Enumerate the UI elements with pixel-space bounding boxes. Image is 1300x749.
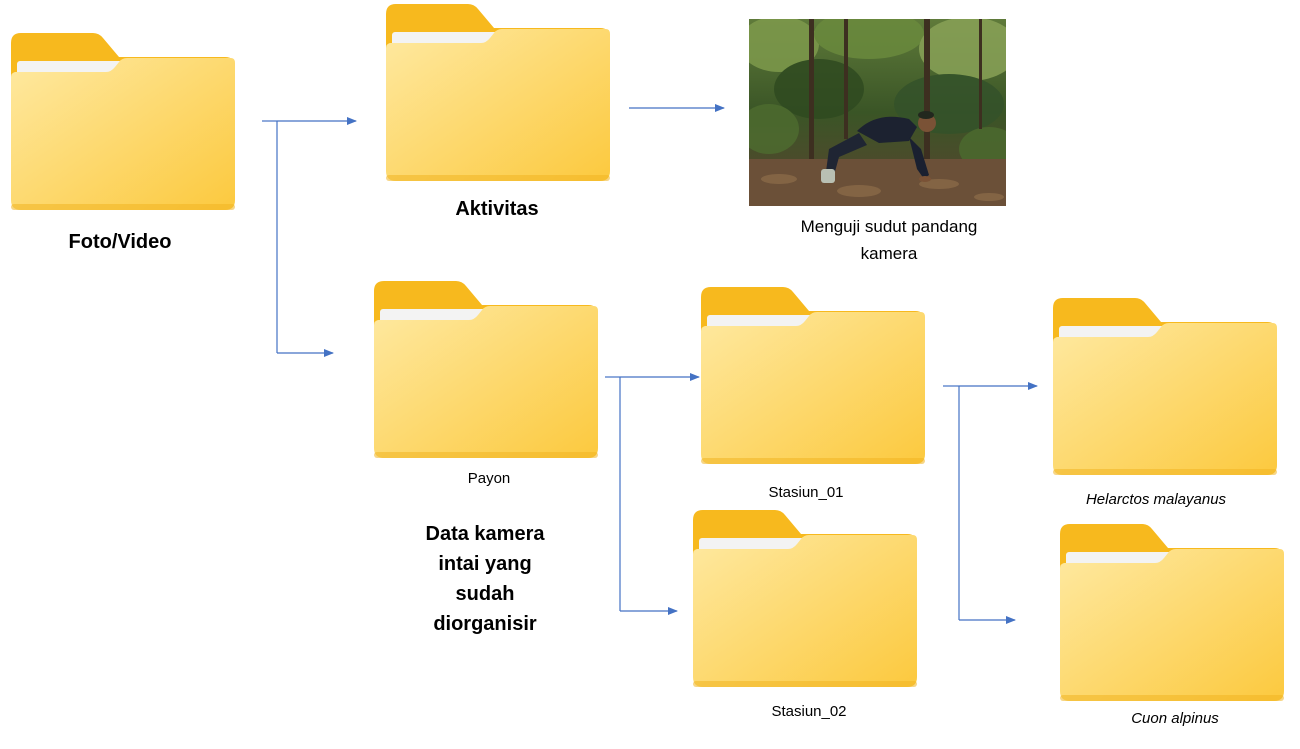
folder-icon-stasiun-01[interactable] [701,287,925,464]
folder-icon-payon[interactable] [374,281,598,458]
payon-description-line: intai yang [438,553,532,575]
payon-description: Data kamera intai yang sudah diorganisir [395,519,575,639]
label-aktivitas: Aktivitas [455,198,539,220]
folder-icon-aktivitas[interactable] [386,4,610,181]
label-stasiun-02: Stasiun_02 [771,703,847,720]
folder-icon-cuon[interactable] [1060,524,1284,701]
payon-description-line: diorganisir [433,613,537,635]
folder-icon-helarctos[interactable] [1053,298,1277,475]
label-payon: Payon [467,470,511,487]
label-cuon: Cuon alpinus [1131,710,1219,727]
field-photo [749,19,1006,206]
folder-icon-foto-video[interactable] [11,33,235,210]
label-photo-caption: Menguji sudut pandang kamera [800,217,978,263]
label-helarctos: Helarctos malayanus [1085,491,1227,508]
label-foto-video: Foto/Video [68,231,172,253]
label-stasiun-01: Stasiun_01 [768,484,844,501]
payon-description-line: Data kamera [425,523,545,545]
folder-icon-stasiun-02[interactable] [693,510,917,687]
payon-description-line: sudah [455,583,515,605]
